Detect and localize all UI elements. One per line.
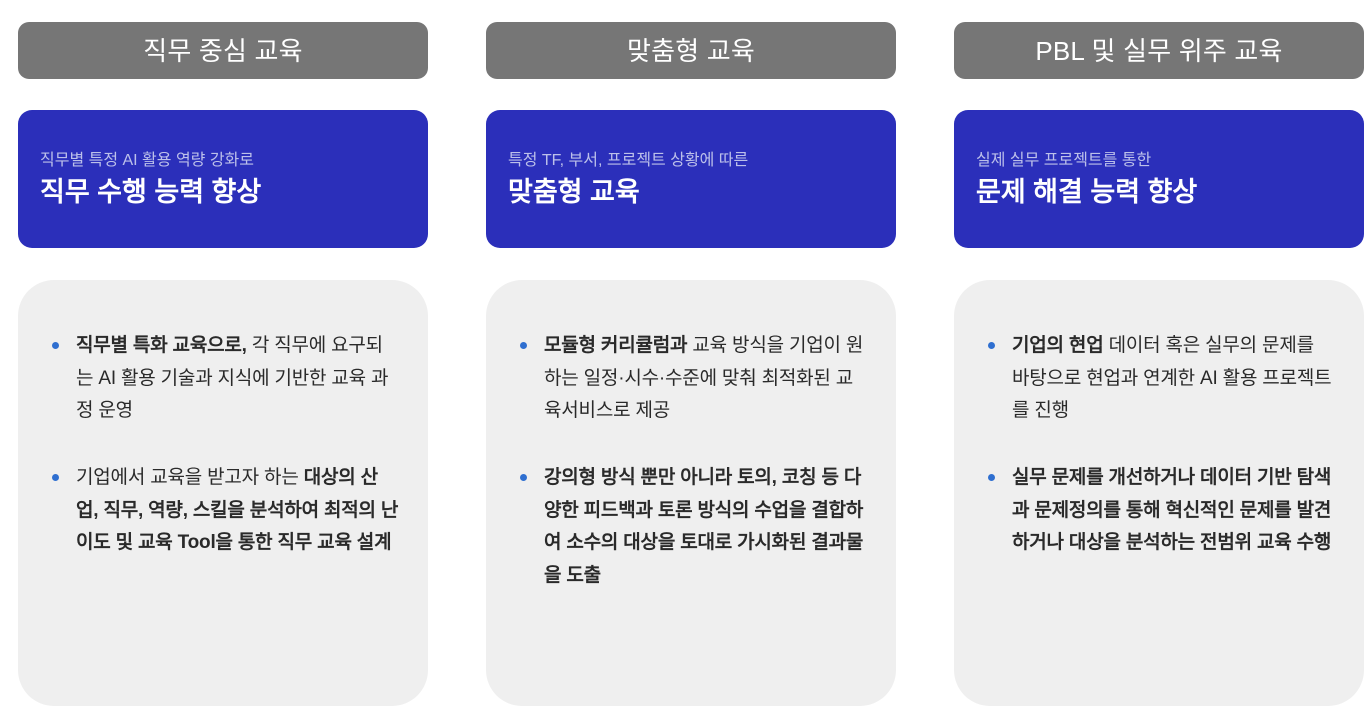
column-2-highlight-subtitle: 특정 TF, 부서, 프로젝트 상황에 따른 — [508, 151, 749, 169]
list-item: 기업의 현업 데이터 혹은 실무의 문제를 바탕으로 현업과 연계한 AI 활용… — [982, 330, 1336, 428]
column-2-highlight-title: 맞춤형 교육 — [508, 177, 640, 208]
column-3-highlight-box: 실제 실무 프로젝트를 통한 문제 해결 능력 향상 — [954, 110, 1364, 248]
bullet-dot-icon — [52, 474, 59, 482]
list-item-text: 기업의 현업 데이터 혹은 실무의 문제를 바탕으로 현업과 연계한 AI 활용… — [1012, 335, 1332, 422]
list-item-text: 실무 문제를 개선하거나 데이터 기반 탐색과 문제정의를 통해 혁신적인 문제… — [1012, 467, 1332, 554]
column-2: 맞춤형 교육 특정 TF, 부서, 프로젝트 상황에 따른 맞춤형 교육 모듈형… — [486, 0, 896, 728]
column-2-highlight-box: 특정 TF, 부서, 프로젝트 상황에 따른 맞춤형 교육 — [486, 110, 896, 248]
list-item: 강의형 방식 뿐만 아니라 토의, 코칭 등 다양한 피드백과 토론 방식의 수… — [514, 462, 868, 593]
column-3-header-label: PBL 및 실무 위주 교육 — [1035, 35, 1283, 66]
column-2-body-card: 모듈형 커리큘럼과 교육 방식을 기업이 원하는 일정·시수·수준에 맞춰 최적… — [486, 280, 896, 706]
column-2-bullet-list: 모듈형 커리큘럼과 교육 방식을 기업이 원하는 일정·시수·수준에 맞춰 최적… — [514, 330, 868, 593]
list-item: 모듈형 커리큘럼과 교육 방식을 기업이 원하는 일정·시수·수준에 맞춰 최적… — [514, 330, 868, 428]
column-3-body-card: 기업의 현업 데이터 혹은 실무의 문제를 바탕으로 현업과 연계한 AI 활용… — [954, 280, 1364, 706]
column-3-highlight-subtitle: 실제 실무 프로젝트를 통한 — [976, 151, 1152, 169]
column-2-header-pill: 맞춤형 교육 — [486, 22, 896, 79]
column-3: PBL 및 실무 위주 교육 실제 실무 프로젝트를 통한 문제 해결 능력 향… — [954, 0, 1364, 728]
column-1-bullet-list: 직무별 특화 교육으로, 각 직무에 요구되는 AI 활용 기술과 지식에 기반… — [46, 330, 400, 560]
bullet-dot-icon — [52, 342, 59, 349]
bullet-dot-icon — [520, 342, 527, 349]
bullet-dot-icon — [988, 474, 995, 482]
column-3-highlight-title: 문제 해결 능력 향상 — [976, 177, 1198, 208]
bullet-dot-icon — [520, 474, 527, 482]
column-1-highlight-subtitle: 직무별 특정 AI 활용 역량 강화로 — [40, 151, 254, 169]
column-1-header-label: 직무 중심 교육 — [143, 35, 303, 66]
column-1: 직무 중심 교육 직무별 특정 AI 활용 역량 강화로 직무 수행 능력 향상… — [18, 0, 428, 728]
list-item-text: 모듈형 커리큘럼과 교육 방식을 기업이 원하는 일정·시수·수준에 맞춰 최적… — [544, 335, 864, 422]
column-1-highlight-title: 직무 수행 능력 향상 — [40, 177, 262, 208]
column-3-header-pill: PBL 및 실무 위주 교육 — [954, 22, 1364, 79]
list-item: 실무 문제를 개선하거나 데이터 기반 탐색과 문제정의를 통해 혁신적인 문제… — [982, 462, 1336, 560]
column-1-header-pill: 직무 중심 교육 — [18, 22, 428, 79]
list-item-text: 직무별 특화 교육으로, 각 직무에 요구되는 AI 활용 기술과 지식에 기반… — [76, 335, 389, 422]
list-item-text: 기업에서 교육을 받고자 하는 대상의 산업, 직무, 역량, 스킬을 분석하여… — [76, 467, 399, 554]
column-3-bullet-list: 기업의 현업 데이터 혹은 실무의 문제를 바탕으로 현업과 연계한 AI 활용… — [982, 330, 1336, 560]
column-1-highlight-box: 직무별 특정 AI 활용 역량 강화로 직무 수행 능력 향상 — [18, 110, 428, 248]
list-item: 직무별 특화 교육으로, 각 직무에 요구되는 AI 활용 기술과 지식에 기반… — [46, 330, 400, 428]
bullet-dot-icon — [988, 342, 995, 349]
column-1-body-card: 직무별 특화 교육으로, 각 직무에 요구되는 AI 활용 기술과 지식에 기반… — [18, 280, 428, 706]
column-2-header-label: 맞춤형 교육 — [626, 35, 756, 66]
list-item: 기업에서 교육을 받고자 하는 대상의 산업, 직무, 역량, 스킬을 분석하여… — [46, 462, 400, 560]
list-item-text: 강의형 방식 뿐만 아니라 토의, 코칭 등 다양한 피드백과 토론 방식의 수… — [544, 467, 864, 587]
